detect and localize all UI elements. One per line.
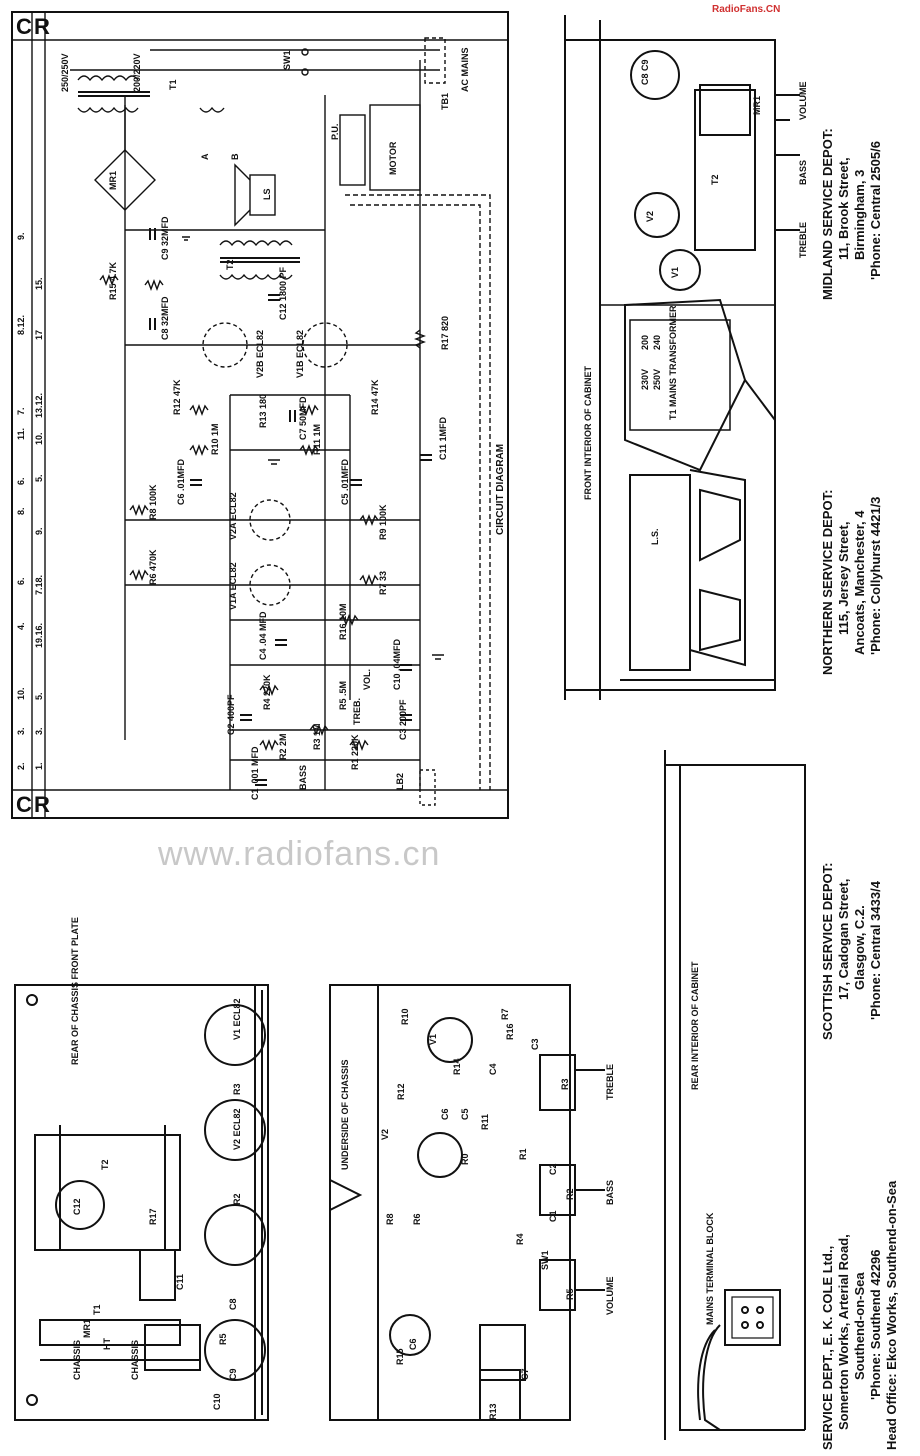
watermark: www.radiofans.cn bbox=[158, 835, 441, 873]
depot-line: Birmingham, 3 bbox=[852, 169, 867, 260]
depot-title: SCOTTISH SERVICE DEPOT: bbox=[820, 862, 835, 1040]
depot-line: 'Phone: Central 2505/6 bbox=[868, 141, 883, 280]
corner-label-c-bottom: C bbox=[16, 792, 32, 817]
midland-depot: MIDLAND SERVICE DEPOT: 11, Brook Street,… bbox=[820, 128, 884, 300]
depot-title: NORTHERN SERVICE DEPOT: bbox=[820, 489, 835, 675]
depot-line: 'Phone: Collyhurst 4421/3 bbox=[868, 496, 883, 655]
top-watermark: RadioFans.CN bbox=[712, 4, 781, 15]
depot-line: 'Phone: Southend 42296 bbox=[868, 1249, 883, 1400]
depot-line: Glasgow, C.2. bbox=[852, 905, 867, 990]
depot-line: 17, Cadogan Street, bbox=[836, 878, 851, 1000]
head-office: Head Office: Ekco Works, Southend-on-Sea bbox=[884, 1180, 899, 1450]
depot-line: Southend-on-Sea bbox=[852, 1272, 867, 1380]
corner-label-r-bottom: R bbox=[34, 792, 50, 817]
depot-line: 'Phone: Central 3433/4 bbox=[868, 881, 883, 1020]
northern-depot: NORTHERN SERVICE DEPOT: 115, Jersey Stre… bbox=[820, 490, 884, 675]
scottish-depot: SCOTTISH SERVICE DEPOT: 17, Cadogan Stre… bbox=[820, 863, 884, 1040]
depot-line: 11, Brook Street, bbox=[836, 157, 851, 260]
mains-terminal-block-label: MAINS TERMINAL BLOCK bbox=[705, 1212, 715, 1325]
depot-title: SERVICE DEPT., E. K. COLE Ltd., bbox=[820, 1245, 835, 1450]
rear-interior-caption: REAR INTERIOR OF CABINET bbox=[690, 961, 700, 1090]
depot-line: Somerton Works, Arterial Road, bbox=[836, 1234, 851, 1430]
service-dept: SERVICE DEPT., E. K. COLE Ltd., Somerton… bbox=[820, 1181, 900, 1450]
depot-line: 115, Jersey Street, bbox=[836, 521, 851, 635]
depot-line: Ancoats, Manchester, 4 bbox=[852, 510, 867, 656]
depot-title: MIDLAND SERVICE DEPOT: bbox=[820, 128, 835, 300]
corner-label-r-top: R bbox=[34, 14, 50, 39]
corner-label-c-top: C bbox=[16, 14, 32, 39]
